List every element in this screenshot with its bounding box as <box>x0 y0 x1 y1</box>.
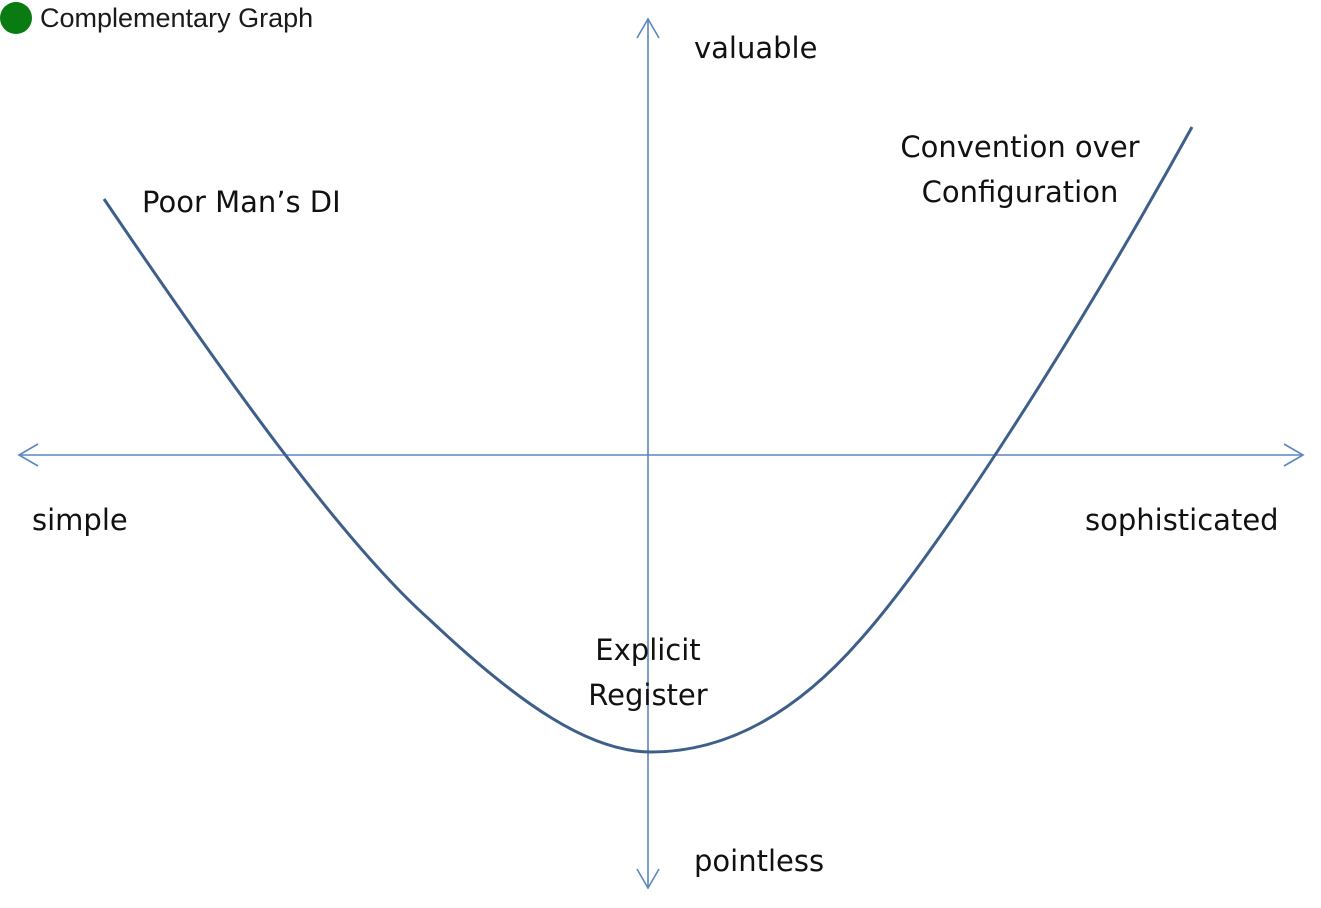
legend-label: Complementary Graph <box>40 2 314 33</box>
legend-dot-icon <box>0 2 32 34</box>
vertical-axis <box>636 17 660 890</box>
legend: Complementary Graph <box>0 2 313 34</box>
left-arrowhead <box>17 443 39 467</box>
annotation-poor-mans-di: Poor Man’s DI <box>142 185 341 219</box>
axis-label-pointless: pointless <box>694 844 825 878</box>
axis-label-sophisticated: sophisticated <box>1085 503 1279 537</box>
horizontal-axis <box>17 443 1305 467</box>
annotation-explicit-line-2: Register <box>588 678 708 712</box>
top-arrowhead <box>636 17 660 39</box>
axis-label-simple: simple <box>32 503 128 537</box>
value-curve <box>102 126 1194 754</box>
annotation-convention-line-1: Convention over <box>900 130 1140 164</box>
annotation-convention-over-configuration: Convention over Configuration <box>880 125 1160 215</box>
right-arrowhead <box>1283 443 1305 467</box>
annotation-explicit-register: Explicit Register <box>548 628 748 718</box>
bottom-arrowhead <box>636 868 660 890</box>
axis-label-valuable: valuable <box>694 31 818 65</box>
annotation-explicit-line-1: Explicit <box>595 633 701 667</box>
annotation-convention-line-2: Configuration <box>921 175 1119 209</box>
